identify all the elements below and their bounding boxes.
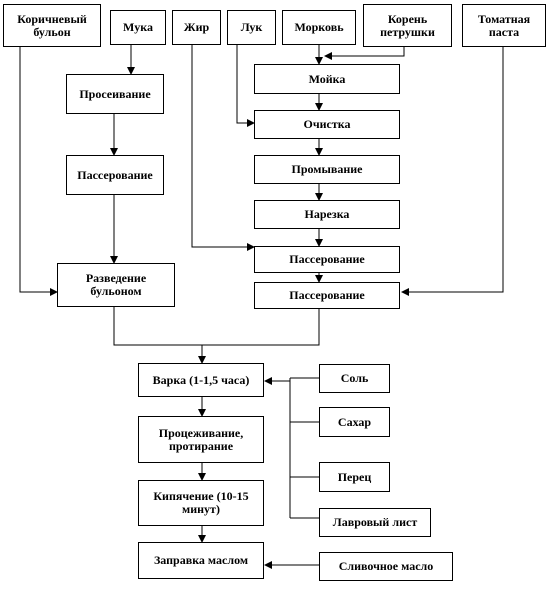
ingredient-carrot: Морковь [282,10,356,45]
ingredient-tomato-paste: Томатная паста [462,4,546,47]
arrow-fat-to-vegsauteing [191,45,255,251]
step-dressing-label: Заправка маслом [153,553,249,567]
line-dilution-to-merge [113,307,320,346]
ingredient-butter: Сливочное масло [319,552,453,581]
step-dilution-label: Разведение бульоном [85,271,147,298]
step-boiling-label: Кипячение (10-15 минут) [153,489,249,516]
ingredient-sugar-label: Сахар [337,414,372,429]
ingredient-pepper-label: Перец [337,469,372,484]
step-sifting-label: Просеивание [79,86,151,101]
step-dilution-with-broth: Разведение бульоном [57,263,175,307]
step-sauteing-with-paste: Пассерование [254,282,400,309]
step-dressing: Заправка маслом [138,542,264,579]
ingredient-butter-label: Сливочное масло [338,559,434,573]
step-veg-sauteing-label: Пассерование [289,252,365,266]
arrow-parsley-to-washing [324,47,405,60]
ingredient-brown-broth: Коричневый бульон [3,4,101,47]
step-sauteing-with-paste-label: Пассерование [289,288,365,302]
step-cooking: Варка (1-1,5 часа) [138,363,264,397]
ingredient-parsley-root: Корень петрушки [363,4,452,47]
step-washing: Мойка [254,64,400,94]
ingredient-fat-label: Жир [183,20,210,34]
ingredient-salt-label: Соль [340,371,369,385]
arrow-broth-to-dilution [19,47,58,296]
step-peeling: Очистка [254,110,400,139]
step-boiling: Кипячение (10-15 минут) [138,480,264,526]
step-cooking-label: Варка (1-1,5 часа) [152,372,250,387]
ingredient-flour: Мука [110,10,166,45]
step-veg-sauteing: Пассерование [254,246,400,273]
ingredient-flour-label: Мука [123,20,153,34]
ingredient-bay-leaf-label: Лавровый лист [332,515,418,529]
ingredient-fat: Жир [172,10,221,45]
arrow-tomato-to-paste-sauteing [401,47,504,296]
step-washing-label: Мойка [308,71,346,86]
arrow-onion-to-peeling [236,45,255,127]
ingredient-onion: Лук [227,10,276,45]
step-cutting: Нарезка [254,200,400,229]
step-flour-sauteing: Пассерование [66,155,164,195]
step-straining: Процеживание, протирание [138,416,264,463]
step-cutting-label: Нарезка [304,207,350,221]
step-rinsing-label: Промывание [291,162,363,176]
ingredient-sugar: Сахар [319,407,390,437]
step-rinsing: Промывание [254,155,400,184]
ingredient-parsley-root-label: Корень петрушки [380,11,435,39]
ingredient-pepper: Перец [319,462,390,492]
step-sifting: Просеивание [66,74,164,114]
ingredient-brown-broth-label: Коричневый бульон [17,11,87,39]
step-peeling-label: Очистка [303,117,351,131]
ingredient-salt: Соль [319,364,390,393]
step-straining-label: Процеживание, протирание [158,425,244,453]
ingredient-tomato-paste-label: Томатная паста [477,11,531,39]
step-flour-sauteing-label: Пассерование [77,167,153,182]
ingredient-carrot-label: Морковь [294,20,344,34]
ingredient-bay-leaf: Лавровый лист [319,508,431,537]
ingredient-onion-label: Лук [240,20,263,34]
